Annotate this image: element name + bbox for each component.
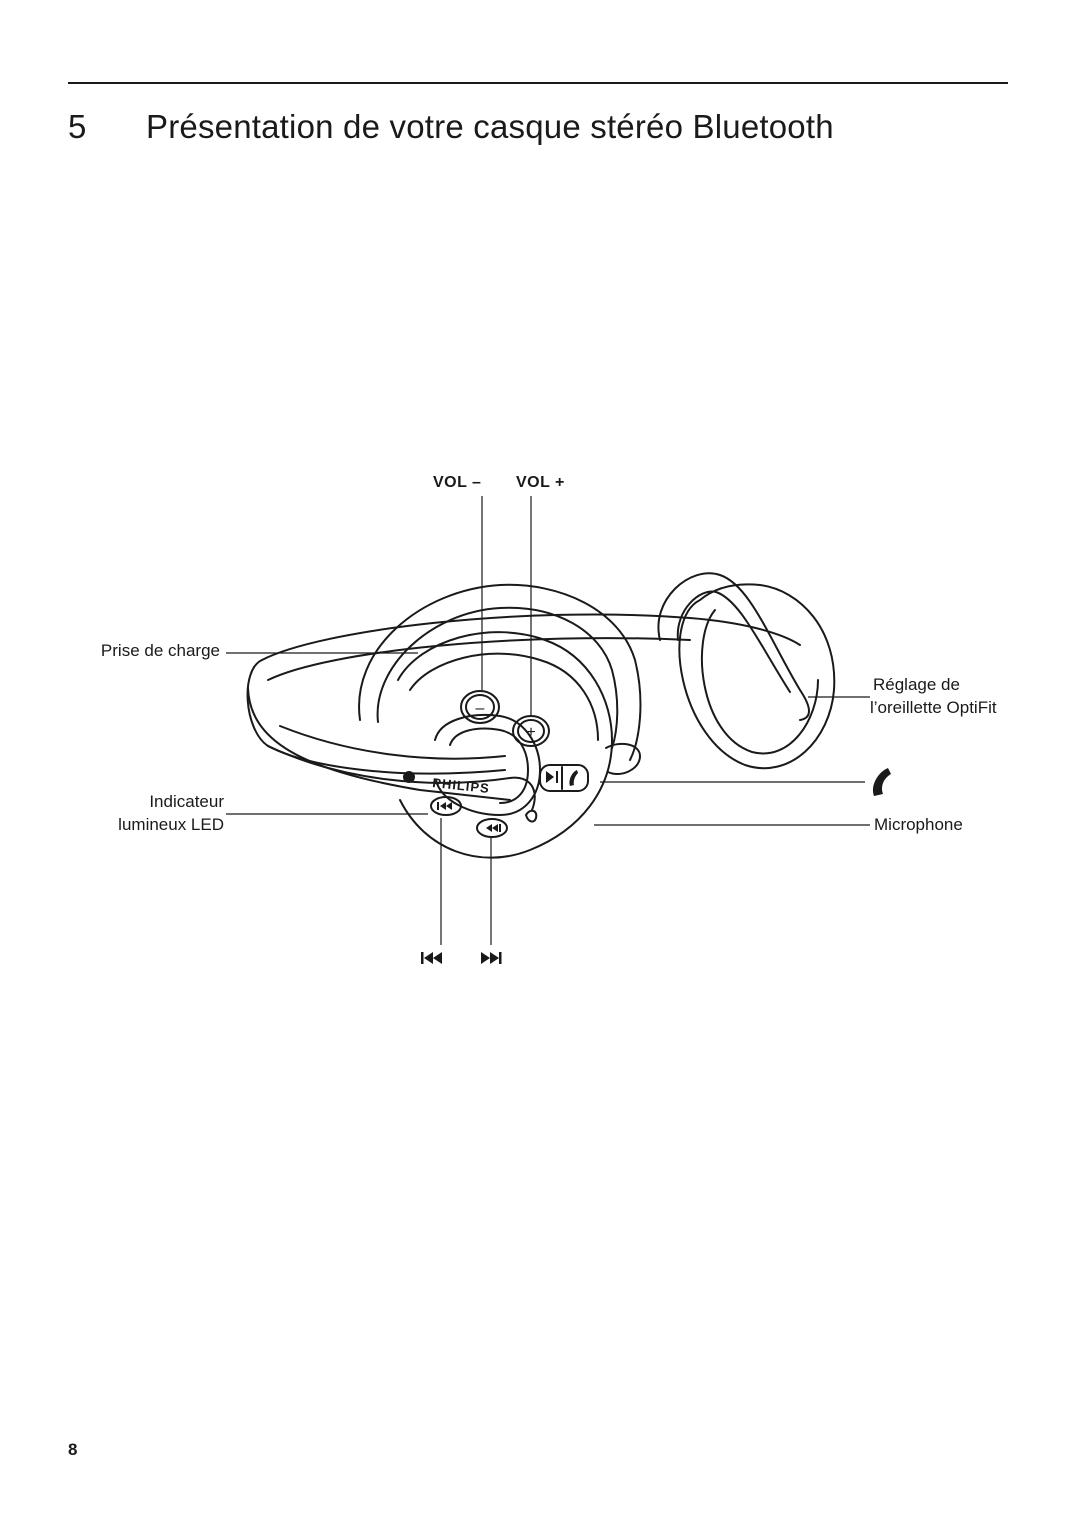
play-call-button bbox=[539, 764, 589, 792]
vol-minus-label: VOL – bbox=[433, 474, 482, 491]
led-label-line2: lumineux LED bbox=[118, 815, 224, 834]
headband bbox=[261, 613, 801, 661]
left-earcup bbox=[397, 631, 613, 859]
microphone-label: Microphone bbox=[874, 815, 963, 834]
section-title: Présentation de votre casque stéréo Blue… bbox=[146, 108, 834, 145]
skip-back-icon bbox=[421, 952, 442, 964]
optifit-label-line1: Réglage de bbox=[873, 675, 960, 694]
charging-port-label: Prise de charge bbox=[100, 641, 220, 660]
top-rule bbox=[68, 82, 1008, 84]
section-number: 5 bbox=[68, 108, 87, 145]
device-plus-glyph: + bbox=[526, 724, 535, 741]
phone-handset-icon bbox=[872, 768, 891, 796]
next-button bbox=[476, 818, 508, 838]
prev-button bbox=[430, 796, 462, 816]
ear-hook bbox=[358, 583, 642, 761]
vol-minus-button bbox=[465, 694, 495, 720]
vol-plus-button bbox=[517, 719, 545, 743]
device-minus-glyph: – bbox=[476, 700, 485, 717]
section-heading: 5 Présentation de votre casque stéréo Blu… bbox=[68, 108, 834, 146]
skip-forward-icon bbox=[481, 952, 502, 964]
vol-plus-label: VOL + bbox=[516, 474, 565, 491]
right-earcup bbox=[678, 583, 836, 770]
led-label-line1: Indicateur bbox=[149, 792, 224, 811]
page-number: 8 bbox=[68, 1440, 78, 1459]
device-brand: PHILIPS bbox=[432, 775, 491, 796]
optifit-label-line2: l’oreillette OptiFit bbox=[870, 698, 997, 717]
